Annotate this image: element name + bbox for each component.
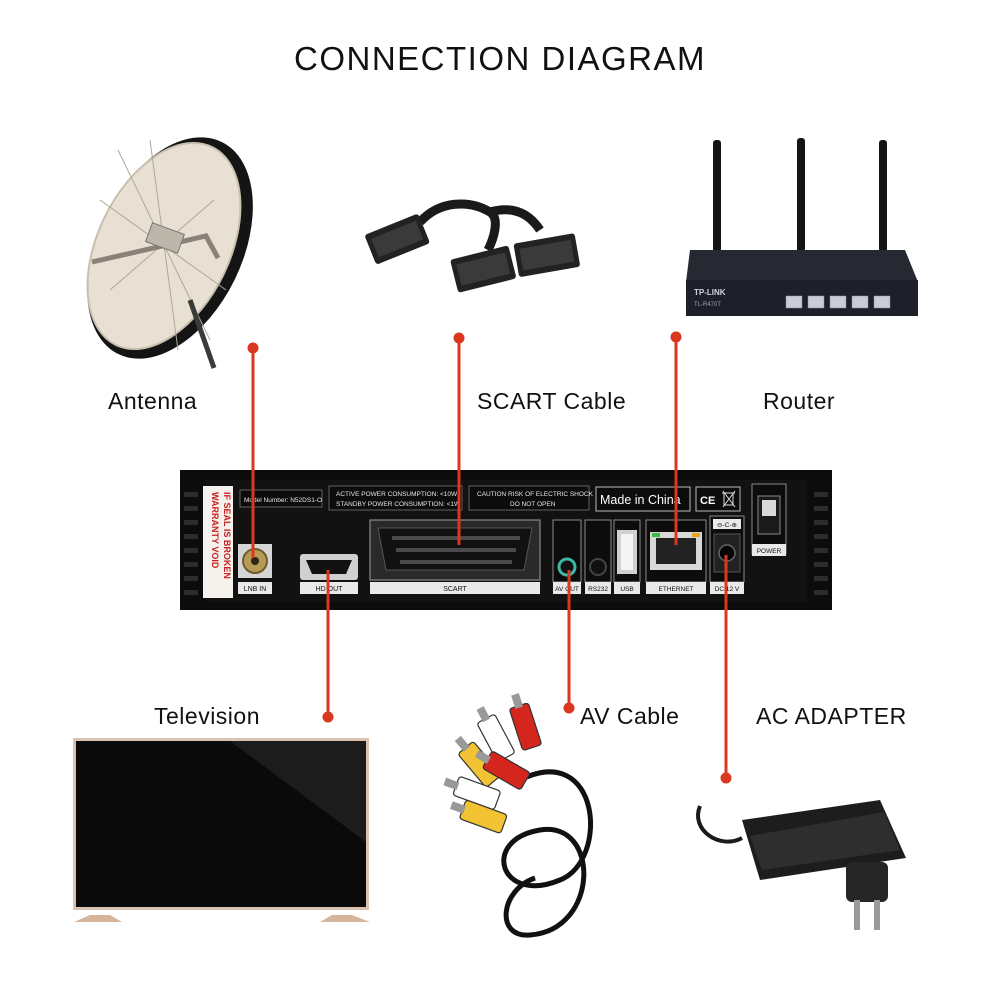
rca-cable-icon xyxy=(443,693,594,938)
port-label-av-out: AV OUT xyxy=(555,586,579,593)
warranty-text-1: WARRANTY VOID xyxy=(210,492,220,569)
scart-cable-icon xyxy=(365,199,580,293)
caution-text-2: DO NOT OPEN xyxy=(510,501,556,508)
label-antenna: Antenna xyxy=(108,388,198,414)
power-switch-label: POWER xyxy=(757,548,782,555)
label-ac-adapter: AC ADAPTER xyxy=(756,703,907,729)
power-info-2: STANDBY POWER CONSUMPTION: <1W xyxy=(336,501,461,508)
television-icon xyxy=(73,738,370,922)
satellite-dish-icon xyxy=(86,137,253,369)
port-label-scart: SCART xyxy=(443,586,467,593)
label-router: Router xyxy=(763,388,836,414)
port-label-usb: USB xyxy=(620,586,633,593)
caution-text-1: CAUTION RISK OF ELECTRIC SHOCK xyxy=(477,491,594,498)
label-av-cable: AV Cable xyxy=(580,703,680,729)
power-adapter-icon xyxy=(696,800,906,930)
port-label-lnb-in: LNB IN xyxy=(244,586,267,593)
ce-mark: CE xyxy=(700,495,715,507)
label-television: Television xyxy=(154,703,260,729)
model-number: Model Number: N52DS1-O xyxy=(244,497,322,504)
diagram-title: CONNECTION DIAGRAM xyxy=(293,40,706,77)
weee-bin-icon xyxy=(722,490,736,508)
port-label-ethernet: ETHERNET xyxy=(658,586,693,593)
made-in-label: Made in China xyxy=(600,493,681,507)
label-scart-cable: SCART Cable xyxy=(477,388,627,414)
router-icon: TP-LINK TL-R470T xyxy=(686,138,918,316)
port-label-hd-out: HD OUT xyxy=(316,586,344,593)
warranty-text-2: IF SEAL IS BROKEN xyxy=(222,492,232,579)
router-model: TL-R470T xyxy=(694,302,721,308)
router-brand: TP-LINK xyxy=(694,288,726,297)
port-label-rs232: RS232 xyxy=(588,586,608,593)
receiver-back-panel: WARRANTY VOID IF SEAL IS BROKEN Model Nu… xyxy=(180,470,832,610)
svg-text:⊖-C-⊕: ⊖-C-⊕ xyxy=(717,522,737,529)
power-info-1: ACTIVE POWER CONSUMPTION: <10W xyxy=(336,491,458,498)
port-label-dc: DC 12 V xyxy=(715,586,740,593)
